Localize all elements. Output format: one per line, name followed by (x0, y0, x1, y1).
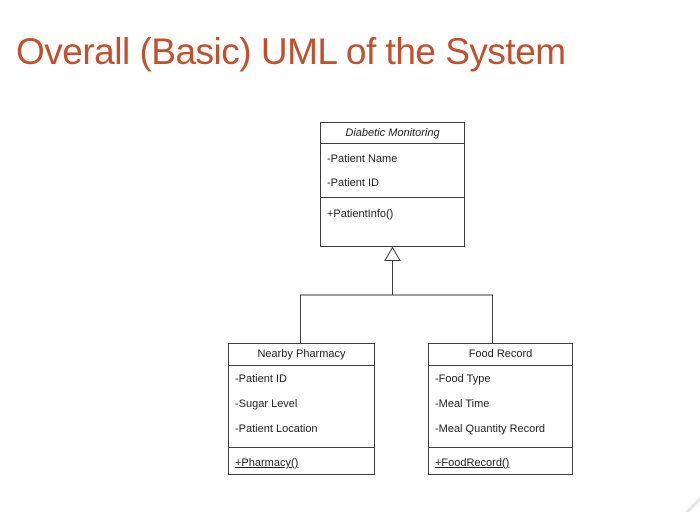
uml-class-food-record: Food Record -Food Type -Meal Time -Meal … (428, 343, 573, 475)
uml-method: +FoodRecord() (435, 457, 510, 469)
uml-methods-compartment: +PatientInfo() (321, 198, 464, 220)
uml-attribute: -Patient ID (235, 373, 287, 385)
uml-attribute: -Patient Name (327, 153, 398, 165)
uml-attribute: -Meal Time (435, 398, 490, 410)
uml-class-nearby-pharmacy: Nearby Pharmacy -Patient ID -Sugar Level… (228, 343, 375, 475)
uml-class-name: Diabetic Monitoring (321, 123, 464, 144)
slide-title: Overall (Basic) UML of the System (16, 31, 566, 72)
uml-attributes-compartment: -Patient ID -Sugar Level -Patient Locati… (229, 366, 374, 448)
uml-methods-compartment: +FoodRecord() (429, 448, 572, 469)
uml-attribute: -Meal Quantity Record (435, 423, 546, 435)
uml-class-name: Food Record (429, 344, 572, 366)
uml-methods-compartment: +Pharmacy() (229, 448, 374, 469)
uml-class-name: Nearby Pharmacy (229, 344, 374, 366)
uml-attribute: -Patient ID (327, 177, 379, 189)
uml-attributes-compartment: -Patient Name -Patient ID (321, 144, 464, 198)
uml-attribute: -Patient Location (235, 423, 318, 435)
uml-method: +Pharmacy() (235, 457, 299, 469)
uml-method: +PatientInfo() (327, 208, 394, 220)
uml-attribute: -Sugar Level (235, 398, 298, 410)
corner-accent-line (684, 496, 700, 512)
uml-attribute: -Food Type (435, 373, 491, 385)
inheritance-arrow-icon (384, 246, 401, 261)
uml-class-diabetic-monitoring: Diabetic Monitoring -Patient Name -Patie… (320, 122, 465, 247)
uml-attributes-compartment: -Food Type -Meal Time -Meal Quantity Rec… (429, 366, 572, 448)
